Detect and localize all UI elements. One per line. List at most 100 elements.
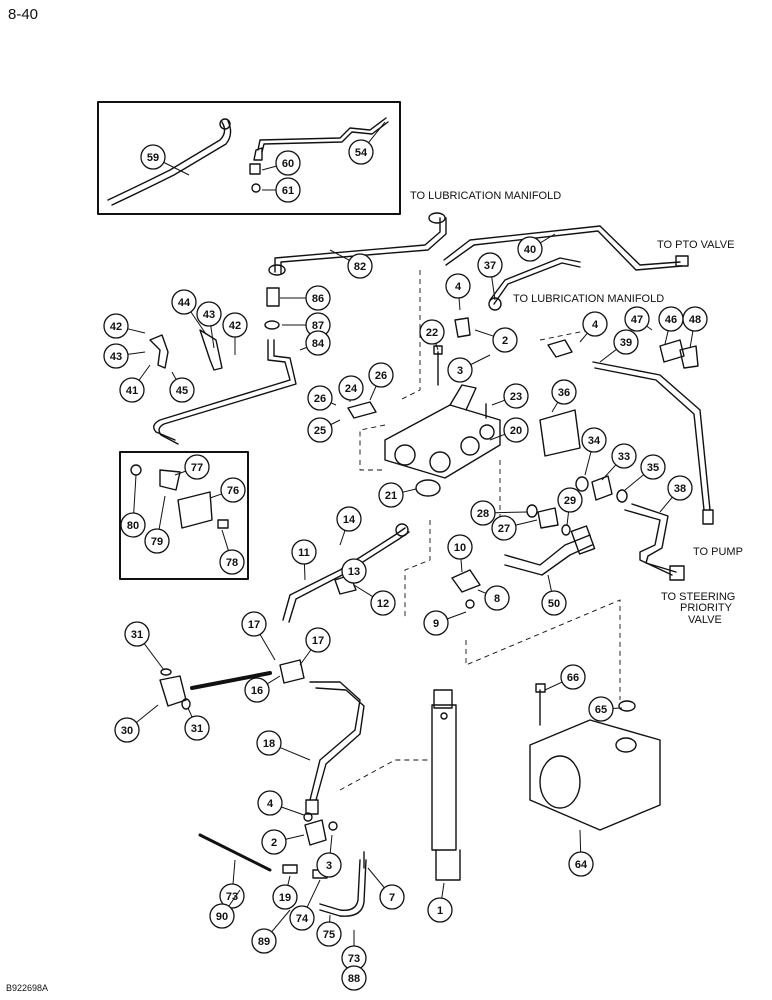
callout-59: 59 <box>140 144 190 176</box>
callout-number: 76 <box>227 485 239 497</box>
callout-circle <box>120 512 146 538</box>
callout-38: 38 <box>659 475 693 513</box>
callout-12: 12 <box>353 584 396 616</box>
callout-circle <box>379 884 405 910</box>
cylinder-1 <box>431 704 457 851</box>
callout-number: 19 <box>279 892 291 904</box>
callout-circle <box>560 664 586 690</box>
leader-line <box>544 681 563 691</box>
callout-circle <box>568 851 594 877</box>
callout-10: 10 <box>447 534 473 573</box>
leader-line <box>584 451 592 476</box>
callout-circle <box>103 313 129 339</box>
note-valve: VALVE <box>688 614 722 626</box>
note-pto-valve: TO PTO VALVE <box>657 239 734 251</box>
callout-8: 8 <box>477 585 510 611</box>
callout-number: 90 <box>216 911 228 923</box>
callout-circle <box>588 696 614 722</box>
valve-20 <box>384 404 501 479</box>
leader-line <box>221 529 229 551</box>
callout-number: 45 <box>176 385 188 397</box>
callout-circle <box>581 427 607 453</box>
callout-number: 25 <box>314 425 326 437</box>
callout-number: 79 <box>151 536 163 548</box>
callout-number: 9 <box>433 618 439 630</box>
callout-circle <box>272 884 298 910</box>
callout-circle <box>305 627 331 653</box>
callout-number: 35 <box>647 462 659 474</box>
notes-layer: TO LUBRICATION MANIFOLD TO PTO VALVE TO … <box>410 190 743 626</box>
callout-number: 30 <box>121 725 133 737</box>
bracket-41 <box>149 334 169 369</box>
callout-46: 46 <box>658 306 684 345</box>
figure-code: B922698A <box>6 983 49 993</box>
callout-number: 86 <box>312 293 324 305</box>
callout-number: 50 <box>548 598 560 610</box>
leader-line <box>329 249 350 261</box>
callout-circle <box>492 327 518 353</box>
bracket-36 <box>539 409 581 457</box>
callout-circle <box>503 383 529 409</box>
page-number: 8-40 <box>8 6 39 23</box>
callout-circle <box>341 558 367 584</box>
leader-line <box>171 371 177 380</box>
leader-line <box>281 806 305 816</box>
leader-line <box>491 276 496 301</box>
callout-circle <box>484 585 510 611</box>
callout-circle <box>423 610 449 636</box>
leader-line <box>489 433 505 441</box>
callout-35: 35 <box>624 454 666 491</box>
callout-11: 11 <box>291 539 317 581</box>
callout-number: 13 <box>348 566 360 578</box>
leader-line <box>353 584 374 598</box>
callout-3: 3 <box>447 354 491 383</box>
leader-line <box>127 351 146 355</box>
callout-circle <box>370 590 396 616</box>
callout-circle <box>316 921 342 947</box>
callout-number: 59 <box>147 152 159 164</box>
callout-circle <box>551 379 577 405</box>
leader-line <box>306 879 321 908</box>
elbow-lower <box>304 819 327 846</box>
leader-line <box>174 470 186 476</box>
pump-64 <box>529 719 661 831</box>
callout-42: 42 <box>103 313 146 339</box>
callout-7: 7 <box>367 867 405 910</box>
tee-10 <box>451 569 481 593</box>
callout-circle <box>196 301 222 327</box>
leader-line <box>330 402 337 406</box>
callout-number: 82 <box>354 261 366 273</box>
callout-circle <box>275 177 301 203</box>
leader-line <box>285 834 305 840</box>
leader-line <box>579 829 582 853</box>
callout-18: 18 <box>256 730 311 761</box>
callout-circle <box>171 289 197 315</box>
callout-64: 64 <box>568 829 594 877</box>
callout-87: 87 <box>282 312 331 338</box>
callout-number: 40 <box>524 244 536 256</box>
callout-number: 26 <box>314 393 326 405</box>
callout-number: 17 <box>312 635 324 647</box>
callout-73: 73 <box>219 859 245 909</box>
callout-number: 16 <box>251 685 263 697</box>
elbow-30 <box>159 675 187 707</box>
callout-90: 90 <box>209 889 241 929</box>
fitting-27 <box>537 507 559 529</box>
fitting-48 <box>679 345 699 369</box>
callout-number: 27 <box>498 523 510 535</box>
tube-82 <box>274 217 441 273</box>
leader-line <box>330 419 341 426</box>
hose-50 <box>504 534 591 566</box>
callout-circle <box>169 377 195 403</box>
callout-circle <box>219 883 245 909</box>
fitting-33 <box>591 475 613 501</box>
callout-27: 27 <box>491 515 538 541</box>
callout-19: 19 <box>272 875 298 910</box>
leader-line <box>664 330 669 345</box>
callout-circle <box>640 454 666 480</box>
leader-line <box>303 563 306 581</box>
note-to-steering: TO STEERING <box>661 591 735 603</box>
callout-circle <box>491 515 517 541</box>
callout-9: 9 <box>423 610 467 636</box>
callout-circle <box>557 487 583 513</box>
